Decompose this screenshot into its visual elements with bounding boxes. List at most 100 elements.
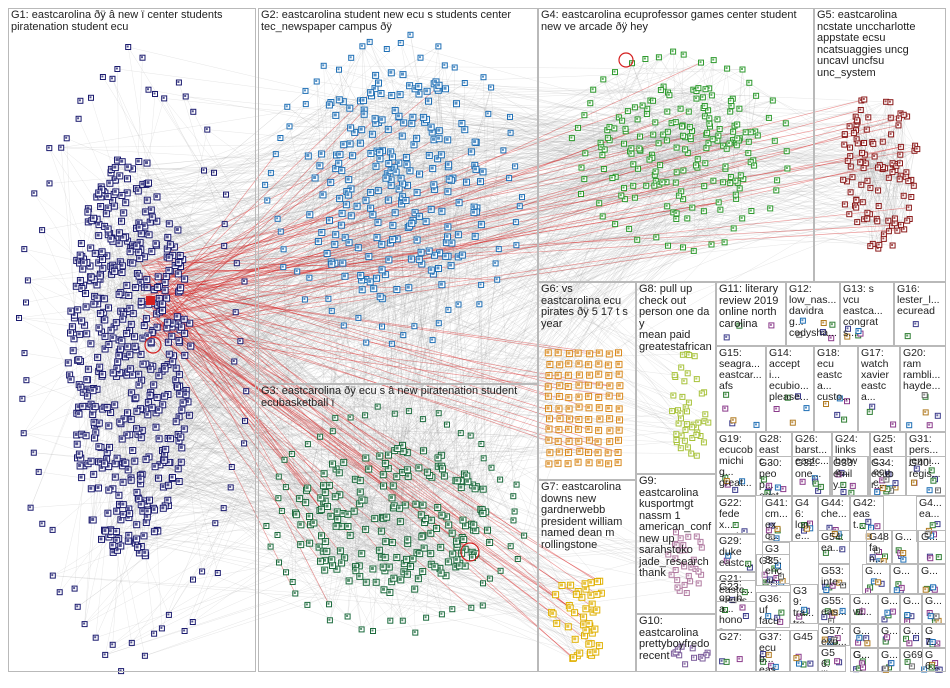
edge — [93, 466, 232, 475]
edge — [348, 179, 453, 244]
edge — [420, 252, 449, 311]
edge — [101, 180, 116, 377]
edge — [30, 211, 146, 508]
edge — [91, 220, 182, 463]
edge — [361, 122, 404, 290]
edge — [412, 220, 415, 327]
edge — [100, 206, 173, 478]
edge — [410, 34, 419, 87]
edge — [392, 113, 489, 240]
edge — [400, 42, 440, 253]
edge — [59, 246, 138, 593]
edge — [142, 361, 235, 512]
edge — [23, 340, 241, 434]
edge — [390, 200, 402, 244]
edge — [146, 273, 179, 280]
edge — [321, 232, 432, 271]
edge — [83, 218, 94, 260]
edge — [138, 420, 246, 499]
edge — [338, 163, 463, 256]
edge — [140, 408, 144, 512]
edge — [100, 298, 177, 369]
edge — [428, 101, 472, 153]
edge — [114, 404, 124, 483]
edge — [84, 519, 93, 625]
edge — [323, 65, 379, 84]
edge — [396, 171, 453, 179]
edge — [338, 69, 374, 289]
edge — [456, 77, 484, 104]
edge — [102, 259, 176, 266]
edge — [346, 204, 383, 299]
edge — [77, 361, 235, 445]
edge — [84, 279, 95, 326]
edge — [435, 81, 459, 235]
edge — [84, 326, 115, 625]
edge — [305, 90, 484, 173]
edge — [369, 41, 404, 75]
edge — [397, 207, 477, 240]
edge — [369, 41, 401, 95]
edge — [357, 206, 475, 208]
edge — [283, 263, 422, 268]
edge — [275, 153, 331, 183]
edge — [142, 364, 180, 418]
edge — [144, 552, 155, 634]
edge — [139, 227, 163, 629]
edge — [94, 276, 167, 297]
edge — [378, 46, 439, 84]
edge — [140, 421, 177, 484]
edge — [108, 425, 130, 514]
edge — [396, 164, 449, 173]
edge — [68, 266, 112, 364]
edge — [326, 188, 352, 254]
edge — [138, 466, 156, 500]
edge — [304, 115, 337, 300]
edge — [101, 331, 142, 480]
edge — [331, 168, 433, 263]
edge — [381, 322, 439, 327]
edge — [400, 42, 419, 87]
edge — [350, 127, 465, 130]
edge — [283, 256, 459, 268]
edge — [122, 341, 241, 440]
edge — [27, 280, 130, 510]
edge — [372, 122, 425, 135]
edge — [100, 447, 146, 656]
edge — [275, 65, 445, 155]
edge — [104, 348, 137, 429]
edge — [331, 237, 378, 263]
edge — [87, 379, 115, 406]
edge — [81, 243, 137, 540]
edge — [141, 437, 169, 439]
edge — [270, 41, 370, 174]
edge — [416, 168, 433, 241]
edge — [350, 188, 402, 205]
edge — [110, 304, 158, 413]
edge — [114, 180, 147, 365]
edge — [318, 241, 383, 271]
edge — [304, 132, 511, 300]
edge — [143, 361, 173, 501]
edge — [410, 34, 452, 266]
edge — [374, 88, 383, 327]
edge — [365, 259, 420, 343]
edge — [106, 326, 173, 460]
edge — [106, 255, 116, 464]
edge — [356, 135, 403, 207]
edge — [382, 298, 439, 324]
edge — [115, 239, 183, 411]
edge — [388, 225, 410, 261]
edge — [444, 65, 480, 305]
edge — [296, 46, 363, 272]
edge — [59, 454, 165, 593]
edge — [112, 459, 147, 489]
edge — [414, 91, 428, 327]
edge — [339, 122, 379, 155]
edge — [113, 194, 233, 468]
edge — [343, 101, 359, 318]
edge — [356, 85, 440, 207]
edge — [328, 131, 433, 299]
edge — [407, 122, 425, 186]
